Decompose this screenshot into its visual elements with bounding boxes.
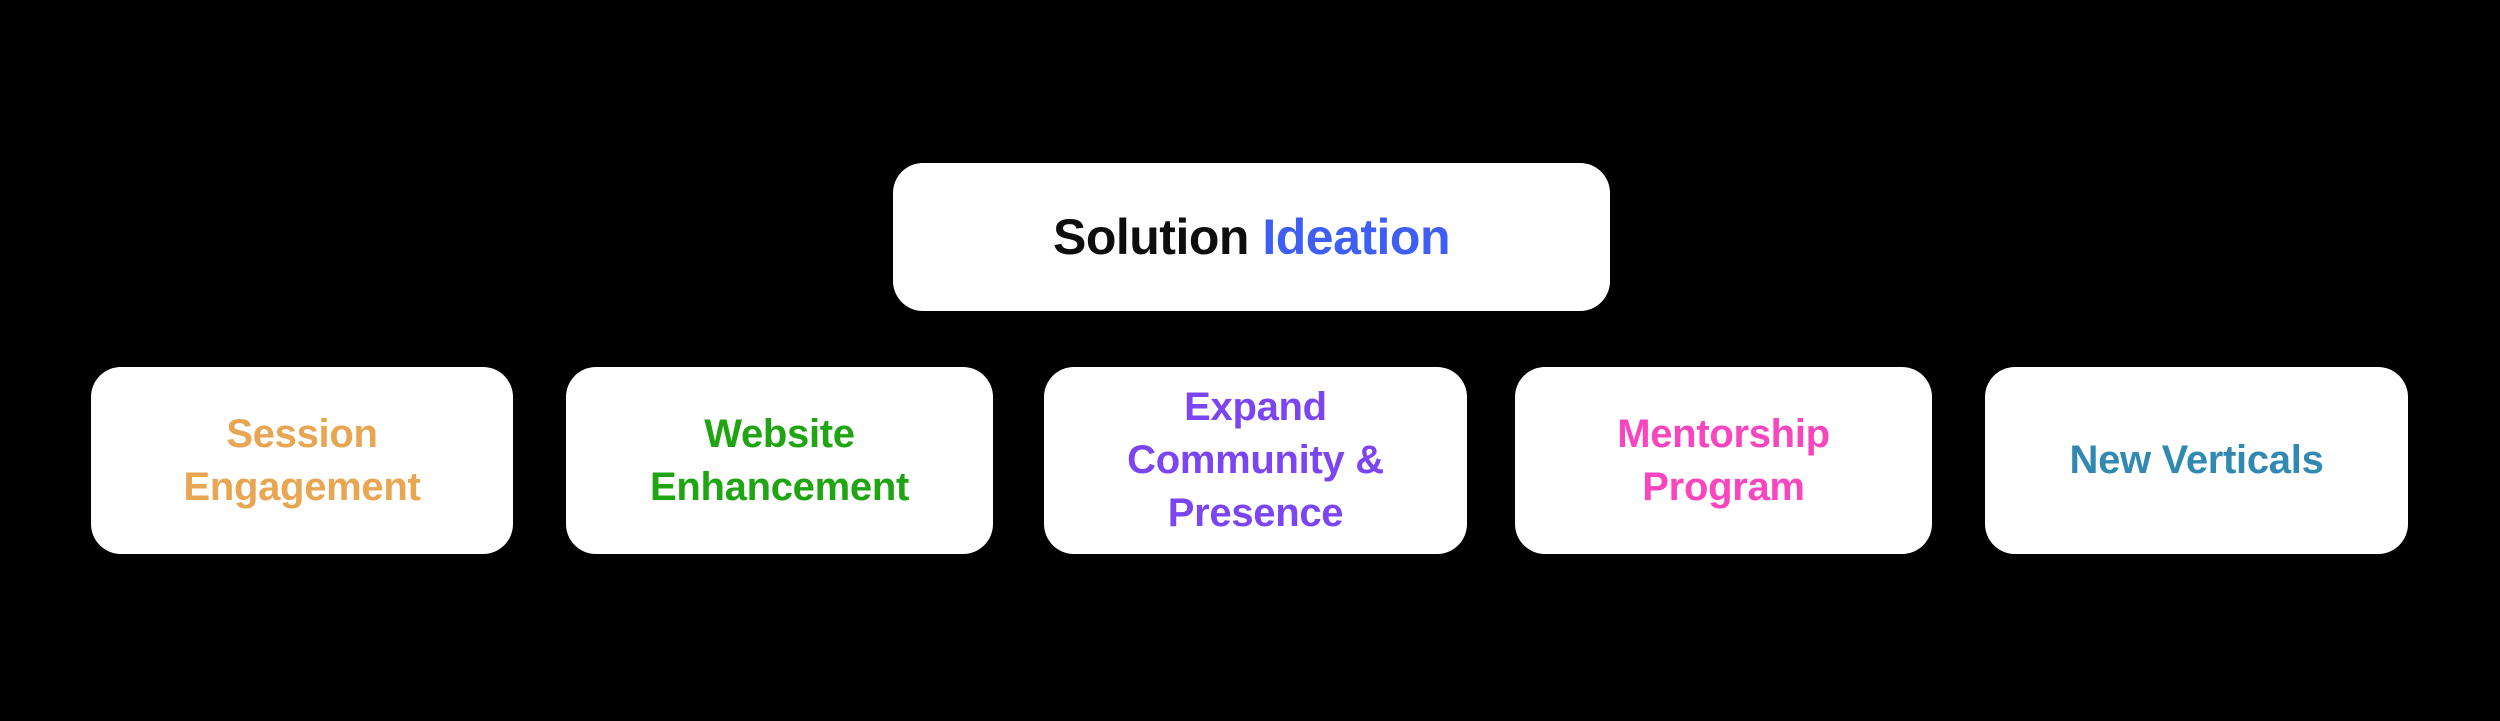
node-session-engagement[interactable]: Session Engagement (91, 367, 513, 554)
node-label: Expand Community & Presence (1127, 385, 1384, 535)
node-label: Mentorship Program (1617, 411, 1830, 509)
node-label: Website Enhancement (650, 411, 909, 509)
node-label: Session Engagement (183, 411, 421, 509)
root-label-primary: Solution (1052, 209, 1249, 265)
root-label-accent: Ideation (1248, 209, 1451, 265)
root-node-label: Solution Ideation (1052, 208, 1451, 266)
node-mentorship-program[interactable]: Mentorship Program (1515, 367, 1932, 554)
node-solution-ideation[interactable]: Solution Ideation (893, 163, 1610, 311)
node-new-verticals[interactable]: New Verticals (1985, 367, 2408, 554)
node-label: New Verticals (2069, 438, 2324, 482)
node-website-enhancement[interactable]: Website Enhancement (566, 367, 993, 554)
node-expand-community-presence[interactable]: Expand Community & Presence (1044, 367, 1467, 554)
